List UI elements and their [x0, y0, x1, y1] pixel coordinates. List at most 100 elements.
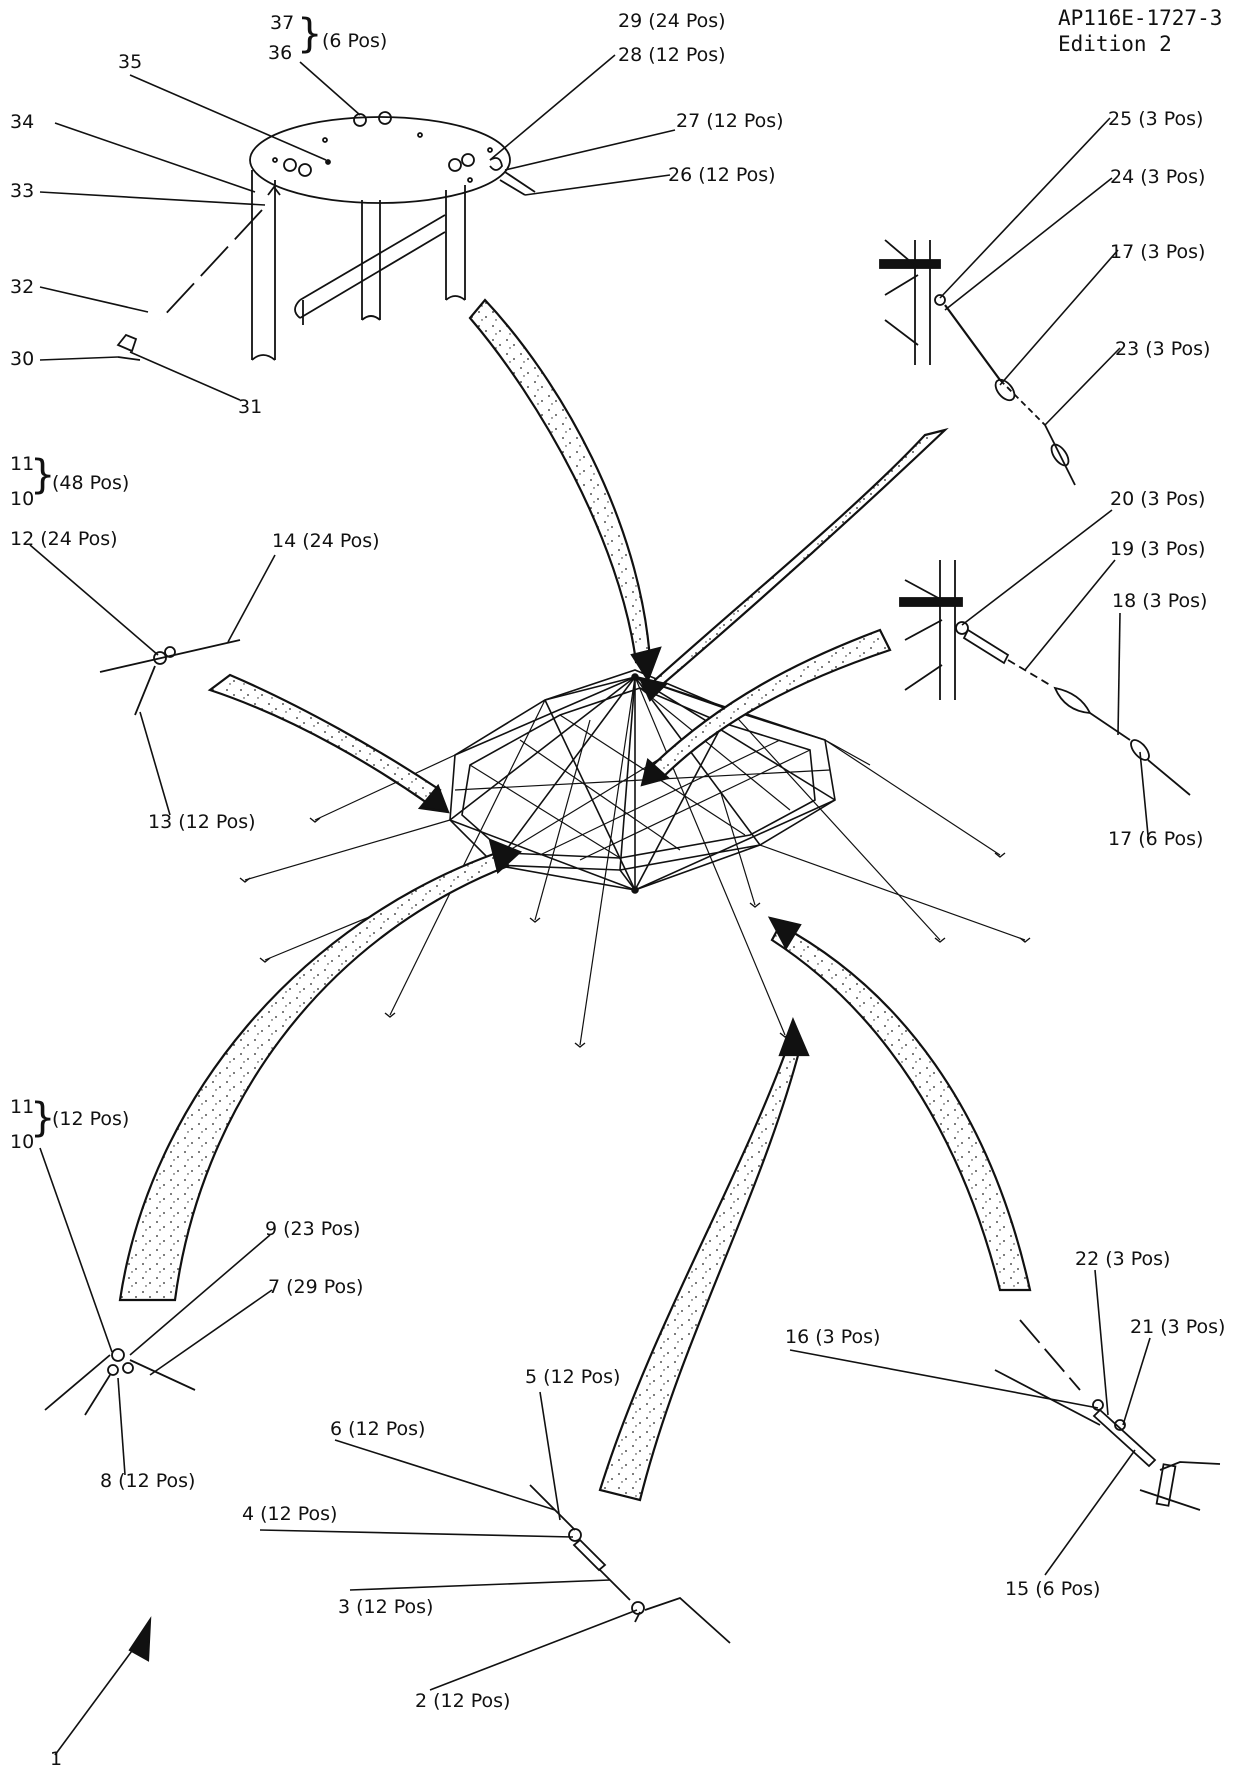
- leader-18: [1117, 612, 1121, 736]
- callout-11-top: 11: [10, 453, 35, 475]
- callout-10-11-top-qty: (48 Pos): [52, 472, 130, 494]
- cap-center-dot: [325, 159, 331, 165]
- callout-28: 28 (12 Pos): [618, 44, 726, 66]
- callout-23: 23 (3 Pos): [1115, 338, 1211, 360]
- callout-20: 20 (3 Pos): [1110, 488, 1206, 510]
- leader-36-37: [299, 61, 361, 116]
- leader-12: [29, 544, 159, 656]
- callout-36: 36: [268, 42, 293, 64]
- callout-24: 24 (3 Pos): [1110, 166, 1206, 188]
- leader-2: [429, 1609, 638, 1691]
- leader-13: [139, 711, 171, 816]
- leader-25: [939, 117, 1111, 299]
- callout-14: 14 (24 Pos): [272, 530, 380, 552]
- leader-17a: [999, 249, 1119, 386]
- leader-16: [789, 1349, 1099, 1409]
- bottom-center-assembly: [529, 1484, 731, 1644]
- pole-cap-assembly: [116, 111, 536, 361]
- callout-16: 16 (3 Pos): [785, 1326, 881, 1348]
- leader-27: [504, 129, 676, 171]
- callout-8: 8 (12 Pos): [100, 1470, 196, 1492]
- callout-3: 3 (12 Pos): [338, 1596, 434, 1618]
- callout-12: 12 (24 Pos): [10, 528, 118, 550]
- arrow-top-center: [468, 298, 652, 664]
- callout-10-top: 10: [10, 488, 35, 510]
- callout-9: 9 (23 Pos): [265, 1218, 361, 1240]
- leader-lines: [29, 54, 1151, 1691]
- callout-36-37-qty: (6 Pos): [322, 30, 388, 52]
- tent-upper-ring: [449, 669, 836, 871]
- leader-10-11b: [39, 1147, 113, 1353]
- callout-33: 33: [10, 180, 35, 202]
- item-1-arrowhead: [128, 1616, 152, 1662]
- callout-35: 35: [118, 51, 143, 73]
- callout-22: 22 (3 Pos): [1075, 1248, 1171, 1270]
- brace-10-11-bottom: }: [30, 1095, 56, 1141]
- leader-3: [349, 1579, 611, 1591]
- tent-frame: [239, 669, 1031, 1048]
- leader-21: [1122, 1337, 1151, 1426]
- callout-27: 27 (12 Pos): [676, 110, 784, 132]
- leader-15: [1044, 1449, 1136, 1576]
- arrow-upper-right: [647, 427, 949, 699]
- arrow-left: [207, 673, 442, 807]
- arrow-bottom-right: [770, 923, 1032, 1292]
- document-reference: AP116E-1727-3: [1058, 6, 1223, 30]
- bottom-right-assembly: [994, 1319, 1221, 1511]
- callout-19: 19 (3 Pos): [1110, 538, 1206, 560]
- leader-9: [129, 1234, 271, 1356]
- tent-cross-ribs: [454, 687, 831, 861]
- callout-32: 32: [10, 276, 35, 298]
- brace-36-37: }: [297, 11, 323, 57]
- leader-14: [227, 554, 276, 643]
- leader-8: [117, 1377, 126, 1476]
- upper-right-assembly: [879, 239, 1076, 486]
- callout-26: 26 (12 Pos): [668, 164, 776, 186]
- item-1-leader: [54, 1639, 141, 1756]
- callout-34: 34: [10, 111, 35, 133]
- callout-21: 21 (3 Pos): [1130, 1316, 1226, 1338]
- leader-32: [39, 286, 149, 313]
- leader-28-29: [489, 54, 616, 161]
- leader-4: [259, 1529, 574, 1538]
- callout-10-11-bottom-qty: (12 Pos): [52, 1108, 130, 1130]
- leader-23: [1044, 347, 1121, 426]
- callout-11-bottom: 11: [10, 1096, 35, 1118]
- callout-31: 31: [238, 396, 263, 418]
- leader-5: [539, 1391, 561, 1521]
- leader-26: [524, 174, 671, 196]
- callout-17a: 17 (3 Pos): [1110, 241, 1206, 263]
- arrow-bottom-center: [598, 1038, 802, 1502]
- leader-17b: [1139, 751, 1149, 836]
- tent-base-point: [631, 886, 639, 894]
- callout-29: 29 (24 Pos): [618, 10, 726, 32]
- curved-arrows: [54, 298, 1032, 1756]
- callout-6: 6 (12 Pos): [330, 1418, 426, 1440]
- ground-pegs: [239, 817, 1031, 1048]
- edition-label: Edition 2: [1058, 32, 1172, 56]
- callout-37: 37: [270, 12, 295, 34]
- callout-17b: 17 (6 Pos): [1108, 828, 1204, 850]
- left-connector: [99, 639, 241, 716]
- callout-5: 5 (12 Pos): [525, 1366, 621, 1388]
- leader-30: [39, 356, 119, 361]
- leader-31: [129, 351, 241, 401]
- tent-apex: [631, 673, 639, 681]
- bottom-left-connector: [44, 1348, 196, 1416]
- callout-7: 7 (29 Pos): [268, 1276, 364, 1298]
- callout-4: 4 (12 Pos): [242, 1503, 338, 1525]
- leader-19: [1024, 559, 1116, 671]
- callout-15: 15 (6 Pos): [1005, 1578, 1101, 1600]
- leader-34: [54, 122, 256, 193]
- leader-24: [944, 177, 1113, 311]
- leader-20: [961, 509, 1113, 626]
- callout-25: 25 (3 Pos): [1108, 108, 1204, 130]
- cap-plate: [249, 116, 511, 204]
- mid-right-assembly: [899, 560, 1191, 796]
- leader-33: [39, 191, 266, 206]
- leader-22: [1094, 1269, 1109, 1416]
- guy-lines: [244, 676, 1026, 1046]
- leader-35: [129, 74, 327, 161]
